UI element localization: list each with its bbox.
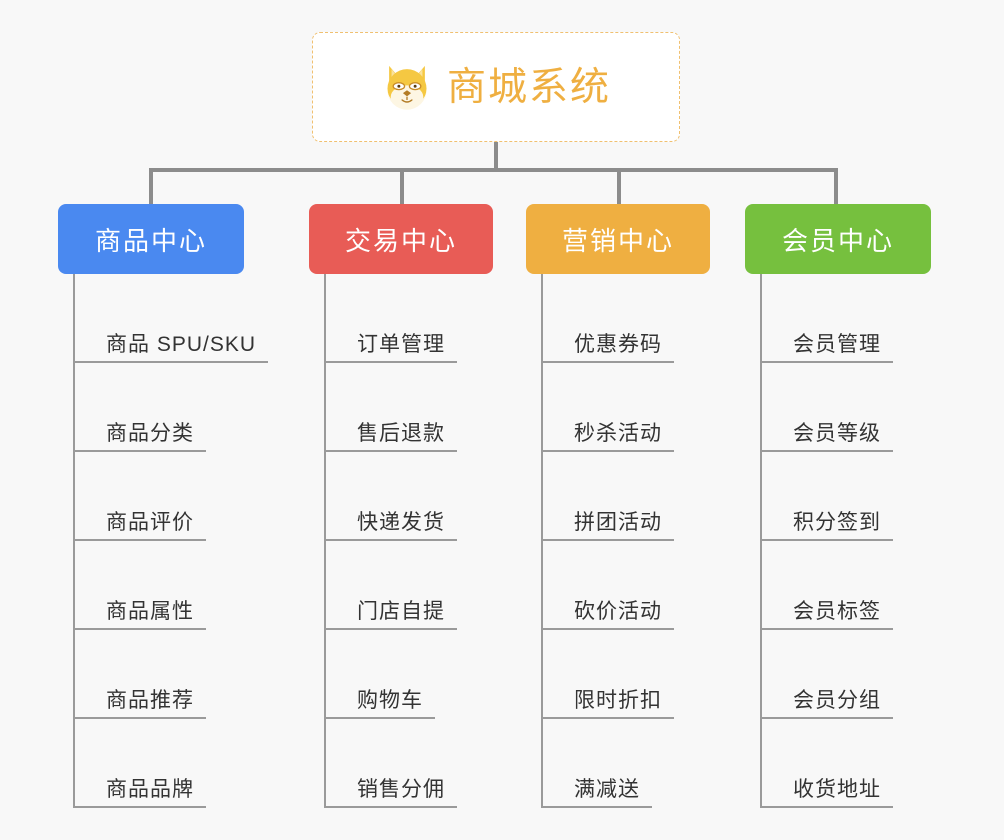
root-node[interactable]: 商城系统 xyxy=(312,32,680,142)
category-column-2: 交易中心 订单管理 售后退款 快递发货 门店自提 购物车 xyxy=(309,204,493,808)
leaf-list-marketing: 优惠券码 秒杀活动 拼团活动 砍价活动 限时折扣 满减送 xyxy=(541,274,710,808)
leaf-label: 会员等级 xyxy=(793,421,881,445)
leaf-underline xyxy=(75,628,206,630)
leaf-underline xyxy=(543,806,652,808)
root-title: 商城系统 xyxy=(446,65,611,109)
list-item[interactable]: 商品 SPU/SKU xyxy=(75,274,268,363)
list-item[interactable]: 会员等级 xyxy=(762,363,931,452)
category-box-trade[interactable]: 交易中心 xyxy=(309,204,493,274)
leaf-underline xyxy=(543,450,674,452)
leaf-underline xyxy=(75,717,206,719)
leaf-list-trade: 订单管理 售后退款 快递发货 门店自提 购物车 销售分佣 xyxy=(324,274,493,808)
list-item[interactable]: 订单管理 xyxy=(326,274,493,363)
shiba-dog-icon xyxy=(387,65,427,110)
list-item[interactable]: 限时折扣 xyxy=(543,630,710,719)
list-item[interactable]: 商品评价 xyxy=(75,452,244,541)
leaf-list-member: 会员管理 会员等级 积分签到 会员标签 会员分组 收货地址 xyxy=(760,274,931,808)
leaf-underline xyxy=(75,450,206,452)
leaf-underline xyxy=(762,361,893,363)
leaf-label: 销售分佣 xyxy=(357,777,445,801)
leaf-underline xyxy=(326,806,457,808)
leaf-label: 拼团活动 xyxy=(574,510,662,534)
leaf-underline xyxy=(543,717,674,719)
leaf-underline xyxy=(762,806,893,808)
list-item[interactable]: 商品分类 xyxy=(75,363,244,452)
leaf-label: 砍价活动 xyxy=(574,599,662,623)
leaf-list-product: 商品 SPU/SKU 商品分类 商品评价 商品属性 商品推荐 商品品牌 xyxy=(73,274,268,808)
leaf-underline xyxy=(75,539,206,541)
category-column-4: 会员中心 会员管理 会员等级 积分签到 会员标签 会员分组 xyxy=(745,204,931,808)
leaf-underline xyxy=(75,806,206,808)
list-item[interactable]: 购物车 xyxy=(326,630,493,719)
leaf-underline xyxy=(326,628,457,630)
leaf-label: 商品评价 xyxy=(106,510,194,534)
leaf-underline xyxy=(762,717,893,719)
leaf-underline xyxy=(762,539,893,541)
list-item[interactable]: 售后退款 xyxy=(326,363,493,452)
connector-horizontal-bar xyxy=(149,168,836,172)
leaf-label: 购物车 xyxy=(357,688,423,712)
leaf-label: 限时折扣 xyxy=(574,688,662,712)
list-item[interactable]: 积分签到 xyxy=(762,452,931,541)
list-item[interactable]: 秒杀活动 xyxy=(543,363,710,452)
leaf-label: 商品推荐 xyxy=(106,688,194,712)
list-item[interactable]: 商品推荐 xyxy=(75,630,244,719)
list-item[interactable]: 销售分佣 xyxy=(326,719,493,808)
leaf-label: 商品分类 xyxy=(106,421,194,445)
connector-root-stub xyxy=(494,142,498,171)
list-item[interactable]: 商品属性 xyxy=(75,541,244,630)
leaf-label: 会员分组 xyxy=(793,688,881,712)
leaf-underline xyxy=(543,628,674,630)
list-item[interactable]: 优惠券码 xyxy=(543,274,710,363)
leaf-underline xyxy=(543,539,674,541)
category-box-product[interactable]: 商品中心 xyxy=(58,204,244,274)
list-item[interactable]: 商品品牌 xyxy=(75,719,244,808)
list-item[interactable]: 门店自提 xyxy=(326,541,493,630)
leaf-label: 快递发货 xyxy=(357,510,445,534)
leaf-underline xyxy=(762,450,893,452)
category-column-1: 商品中心 商品 SPU/SKU 商品分类 商品评价 商品属性 商品推荐 xyxy=(58,204,268,808)
leaf-label: 积分签到 xyxy=(793,510,881,534)
list-item[interactable]: 收货地址 xyxy=(762,719,931,808)
connector-drop-1 xyxy=(149,168,153,204)
list-item[interactable]: 会员分组 xyxy=(762,630,931,719)
leaf-label: 收货地址 xyxy=(793,777,881,801)
leaf-underline xyxy=(543,361,674,363)
leaf-label: 商品品牌 xyxy=(106,777,194,801)
leaf-label: 商品属性 xyxy=(106,599,194,623)
leaf-underline xyxy=(326,361,457,363)
leaf-label: 会员标签 xyxy=(793,599,881,623)
leaf-label: 订单管理 xyxy=(357,332,445,356)
connector-drop-3 xyxy=(617,168,621,204)
category-box-marketing[interactable]: 营销中心 xyxy=(526,204,710,274)
leaf-underline xyxy=(326,717,435,719)
leaf-label: 优惠券码 xyxy=(574,332,662,356)
list-item[interactable]: 快递发货 xyxy=(326,452,493,541)
leaf-label: 秒杀活动 xyxy=(574,421,662,445)
leaf-underline xyxy=(326,450,457,452)
list-item[interactable]: 拼团活动 xyxy=(543,452,710,541)
connector-drop-4 xyxy=(834,168,838,204)
leaf-underline xyxy=(75,361,268,363)
list-item[interactable]: 会员标签 xyxy=(762,541,931,630)
connector-drop-2 xyxy=(400,168,404,204)
leaf-label: 满减送 xyxy=(574,777,640,801)
leaf-underline xyxy=(762,628,893,630)
list-item[interactable]: 砍价活动 xyxy=(543,541,710,630)
leaf-underline xyxy=(326,539,457,541)
leaf-label: 会员管理 xyxy=(793,332,881,356)
category-box-member[interactable]: 会员中心 xyxy=(745,204,931,274)
list-item[interactable]: 满减送 xyxy=(543,719,710,808)
list-item[interactable]: 会员管理 xyxy=(762,274,931,363)
leaf-label: 门店自提 xyxy=(357,599,445,623)
leaf-label: 商品 SPU/SKU xyxy=(106,332,257,356)
category-column-3: 营销中心 优惠券码 秒杀活动 拼团活动 砍价活动 限时折扣 xyxy=(526,204,710,808)
leaf-label: 售后退款 xyxy=(357,421,445,445)
